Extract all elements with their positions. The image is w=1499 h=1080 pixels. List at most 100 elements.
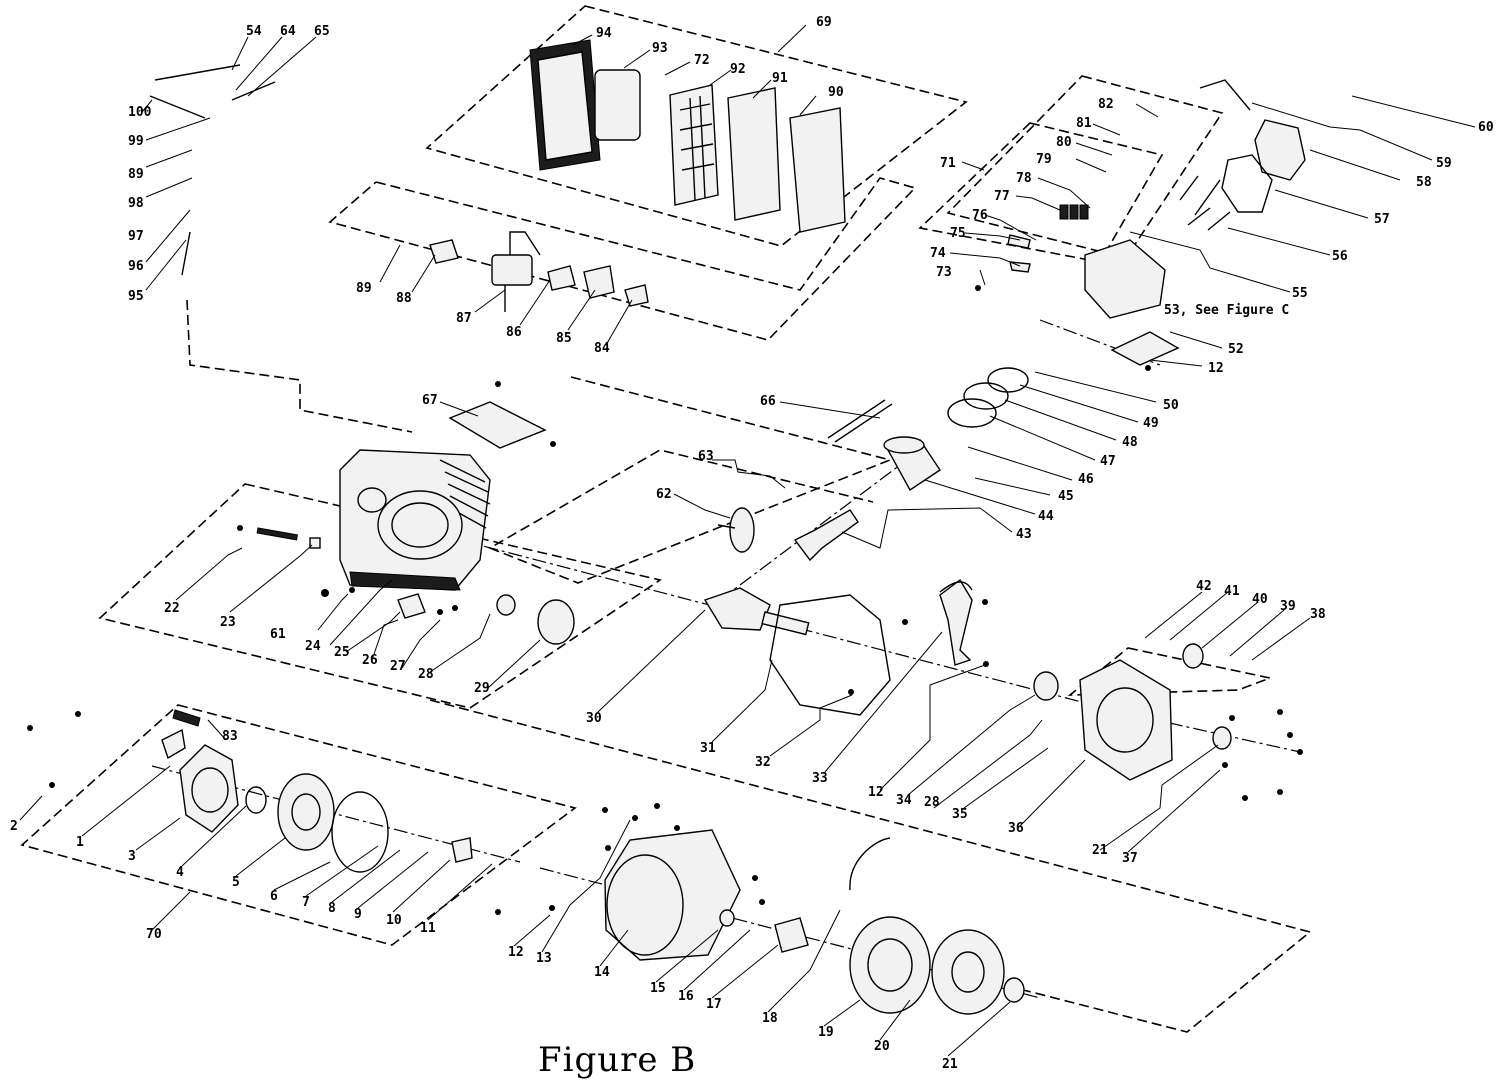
callout-56: 56	[1332, 249, 1348, 264]
cylinder-head	[1084, 239, 1166, 319]
callout-26: 26	[362, 653, 378, 668]
crankshaft	[703, 587, 810, 636]
callout-94: 94	[596, 26, 612, 41]
callout-38: 38	[1310, 607, 1326, 622]
callout-100: 100	[128, 105, 152, 120]
callout-80: 80	[1056, 135, 1072, 150]
ignition-coil	[774, 917, 809, 953]
pulley-29	[537, 599, 575, 645]
callout-4: 4	[176, 865, 184, 880]
callout-5: 5	[232, 875, 240, 890]
air-filter-element	[594, 69, 641, 141]
callout-9: 9	[354, 907, 362, 922]
starter-reel	[277, 773, 335, 851]
starter-rope-spring	[331, 791, 389, 873]
callout-97: 97	[128, 229, 144, 244]
callout-32: 32	[755, 755, 771, 770]
crankcase-group-outline	[488, 376, 893, 584]
connecting-rod	[793, 509, 859, 562]
air-filter-group-outline	[425, 5, 968, 247]
callout-21b: 21	[1092, 843, 1108, 858]
callout-13: 13	[536, 951, 552, 966]
figure-title: Figure B	[538, 1040, 697, 1080]
callout-54: 54	[246, 24, 262, 39]
callout-59: 59	[1436, 156, 1452, 171]
callout-labels: 1 2 3 4 5 6 7 8 9 10 11 12 13 14 15 16 1…	[10, 15, 1494, 1072]
leader-lines	[19, 24, 1476, 1057]
callout-66: 66	[760, 394, 776, 409]
callout-20: 20	[874, 1039, 890, 1054]
flywheel	[849, 837, 931, 1014]
callout-77: 77	[994, 189, 1010, 204]
callout-76: 76	[972, 208, 988, 223]
callout-78: 78	[1016, 171, 1032, 186]
callout-75: 75	[950, 226, 966, 241]
callout-27: 27	[390, 659, 406, 674]
callout-88: 88	[396, 291, 412, 306]
governor-link	[939, 581, 973, 593]
callout-10: 10	[386, 913, 402, 928]
callout-73: 73	[936, 265, 952, 280]
callout-3: 3	[128, 849, 136, 864]
callout-16: 16	[678, 989, 694, 1004]
bearing-cover-group-outline	[1067, 647, 1273, 696]
callout-11: 11	[420, 921, 436, 936]
governor-arm	[939, 578, 973, 666]
cylinder-head-group-outline	[946, 75, 1224, 259]
callout-62: 62	[656, 487, 672, 502]
callout-89a: 89	[356, 281, 372, 296]
callout-60: 60	[1478, 120, 1494, 135]
callout-50: 50	[1163, 398, 1179, 413]
gasket-84	[624, 284, 649, 307]
oil-pump-gear	[1182, 643, 1204, 669]
callout-47: 47	[1100, 454, 1116, 469]
callout-40: 40	[1252, 592, 1268, 607]
callout-57: 57	[1374, 212, 1390, 227]
callout-7: 7	[302, 895, 310, 910]
breather-tube	[1199, 79, 1251, 111]
callout-90: 90	[828, 85, 844, 100]
crankcase-cover	[1079, 659, 1173, 781]
callout-93: 93	[652, 41, 668, 56]
callout-65: 65	[314, 24, 330, 39]
callout-95: 95	[128, 289, 144, 304]
callout-96: 96	[128, 259, 144, 274]
callout-72: 72	[694, 53, 710, 68]
air-filter-cover	[529, 39, 601, 171]
main-bearing	[1033, 671, 1059, 701]
fasteners	[27, 285, 1303, 915]
callout-12a: 12	[508, 945, 524, 960]
callout-28a: 28	[418, 667, 434, 682]
starter-handle	[161, 728, 186, 760]
callout-43: 43	[1016, 527, 1032, 542]
callout-23: 23	[220, 615, 236, 630]
callout-63: 63	[698, 449, 714, 464]
callout-84: 84	[594, 341, 610, 356]
callout-17: 17	[706, 997, 722, 1012]
callout-92: 92	[730, 62, 746, 77]
insulator-88	[429, 239, 459, 264]
control-plate-67	[448, 401, 547, 449]
callout-70: 70	[146, 927, 162, 942]
callout-86: 86	[506, 325, 522, 340]
callout-45: 45	[1058, 489, 1074, 504]
callout-18: 18	[762, 1011, 778, 1026]
callout-8: 8	[328, 901, 336, 916]
air-filter-base	[789, 107, 846, 233]
callout-25: 25	[334, 645, 350, 660]
fuel-line-path	[186, 299, 413, 433]
callout-12c: 12	[1208, 361, 1224, 376]
callout-39: 39	[1280, 599, 1296, 614]
callout-74: 74	[930, 246, 946, 261]
piston-ring-49	[987, 367, 1029, 393]
air-filter-gasket	[727, 87, 781, 221]
callout-34: 34	[896, 793, 912, 808]
callout-99: 99	[128, 134, 144, 149]
callout-44: 44	[1038, 509, 1054, 524]
callout-82: 82	[1098, 97, 1114, 112]
carburetor	[491, 231, 541, 312]
piston-ring-47	[947, 398, 997, 428]
callout-71: 71	[940, 156, 956, 171]
callout-24: 24	[305, 639, 321, 654]
callout-1: 1	[76, 835, 84, 850]
